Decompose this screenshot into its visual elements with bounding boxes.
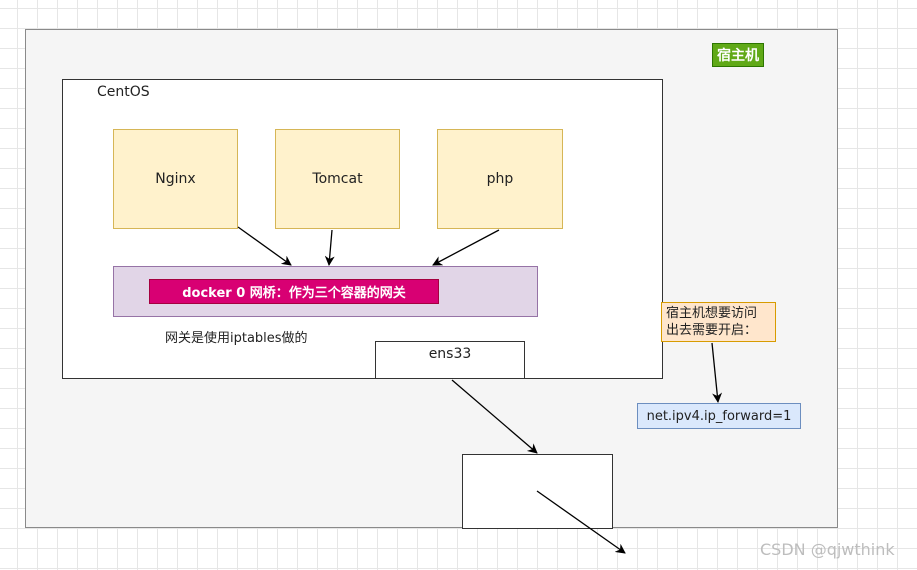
docker-bridge-label: docker 0 网桥：作为三个容器的网关 (149, 279, 439, 304)
watermark: CSDN @qjwthink (760, 540, 895, 559)
arrow-ens33-to-external (451, 379, 538, 454)
centos-label: CentOS (97, 84, 150, 100)
ens33-label: ens33 (428, 346, 472, 362)
host-label: 宿主机 (712, 43, 764, 67)
arrow-php-to-bridge (432, 229, 500, 266)
arrow-tomcat-to-bridge (324, 229, 335, 266)
gateway-note: 网关是使用iptables做的 (165, 331, 308, 346)
arrow-external-out (536, 490, 626, 554)
arrow-callout-to-setting (711, 342, 723, 403)
callout-line-1: 宿主机想要访问 (666, 306, 758, 321)
arrow-nginx-to-bridge (237, 226, 292, 266)
ip-forward-setting: net.ipv4.ip_forward=1 (637, 403, 801, 429)
ens33-interface-box: ens33 (375, 341, 525, 379)
ip-forward-callout: 宿主机想要访问 出去需要开启： (661, 302, 776, 342)
container-php: php (437, 129, 563, 229)
container-tomcat: Tomcat (275, 129, 400, 229)
callout-line-2: 出去需要开启： (666, 323, 758, 338)
container-nginx: Nginx (113, 129, 238, 229)
